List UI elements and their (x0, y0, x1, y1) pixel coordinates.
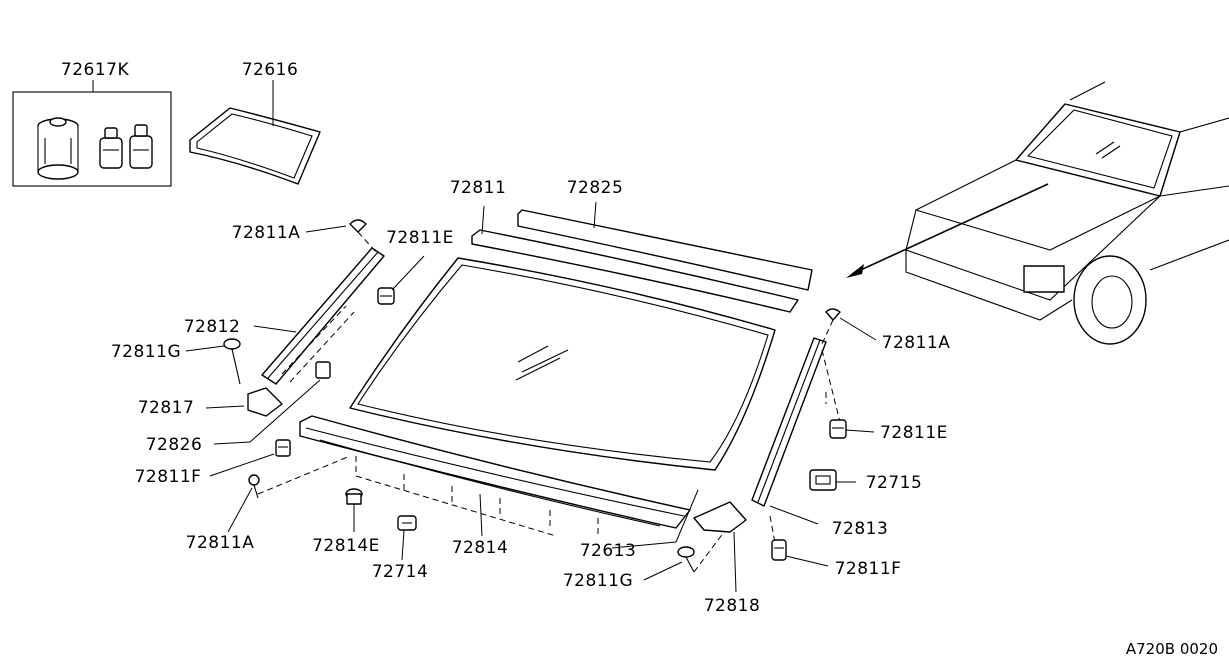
lower-molding: 72814 (355, 456, 599, 558)
top-strip: 72825 (517, 178, 813, 291)
fastener-lower: 72714 (372, 515, 429, 582)
sealant-frame: 72616 (189, 60, 321, 185)
label-lower-molding: 72814 (452, 538, 509, 558)
clip-a-right: 72811A (821, 308, 951, 353)
clip-a-lower-left: 72811A (186, 455, 351, 553)
label-sealant: 72616 (242, 60, 299, 80)
cowl-panel: 72613 (299, 415, 699, 561)
vehicle-location-sketch (846, 81, 1229, 345)
label-fastener-lower: 72714 (372, 562, 429, 582)
arrow-head-icon (846, 264, 864, 278)
clip-icon (275, 439, 291, 457)
clip-icon (223, 338, 241, 350)
label-clip-f-left: 72811F (135, 467, 202, 487)
label-top-strip: 72825 (567, 178, 624, 198)
clip-e-right: 72811E (829, 419, 948, 443)
clip-icon (349, 219, 367, 233)
label-clip-a-upper-left: 72811A (232, 223, 301, 243)
fastener-icon (809, 469, 837, 491)
spacer-icon (315, 361, 331, 379)
corner-piece-left: 72817 (138, 387, 283, 418)
clip-f-left: 72811F (135, 439, 291, 487)
kit-container-icon (37, 117, 79, 180)
left-side-molding: 72812 (184, 247, 385, 385)
clip-icon (677, 546, 695, 558)
label-corner-right: 72818 (704, 596, 761, 616)
label-clip-a-lower-left: 72811A (186, 533, 255, 553)
label-fastener-right: 72715 (866, 473, 923, 493)
label-side-molding-left: 72812 (184, 317, 241, 337)
diagram-code: A720B 0020 (1126, 640, 1218, 658)
kit-bottle-icon (129, 124, 153, 169)
label-clip-g-right: 72811G (563, 571, 633, 591)
clip-e-upper-left: 72811E (377, 228, 454, 305)
clip-icon (829, 419, 847, 439)
right-side-molding: 72813 (751, 337, 889, 549)
kit-bottle-icon (99, 127, 123, 169)
label-clip-e-right: 72811E (880, 423, 948, 443)
top-molding: 72811 (450, 178, 799, 313)
clip-icon (771, 539, 787, 561)
label-kit: 72617K (61, 60, 130, 80)
corner-piece-right: 72818 (693, 501, 761, 616)
spacer-left: 72826 (146, 361, 331, 455)
clip-g-left: 72811G (111, 338, 241, 385)
clip-f-right: 72811F (771, 539, 902, 579)
label-cowl: 72613 (580, 541, 637, 561)
label-side-molding-right: 72813 (832, 519, 889, 539)
label-spacer-left: 72826 (146, 435, 203, 455)
label-clip-e-upper-left: 72811E (386, 228, 454, 248)
label-clip-g-left: 72811G (111, 342, 181, 362)
label-clip-a-right: 72811A (882, 333, 951, 353)
label-top-molding: 72811 (450, 178, 507, 198)
kit-box: 72617K (12, 60, 172, 187)
label-clip-e-lower: 72814E (312, 536, 380, 556)
clip-a-upper-left: 72811A (232, 219, 377, 253)
fastener-right: 72715 (809, 469, 923, 493)
clip-e-lower: 72814E (312, 488, 380, 556)
clip-icon (248, 474, 260, 486)
clip-icon (825, 308, 841, 321)
label-clip-f-right: 72811F (835, 559, 902, 579)
kit-frame (12, 91, 172, 187)
windshield-glass (349, 257, 776, 471)
clip-g-right: 72811G (563, 523, 731, 591)
label-corner-left: 72817 (138, 398, 195, 418)
